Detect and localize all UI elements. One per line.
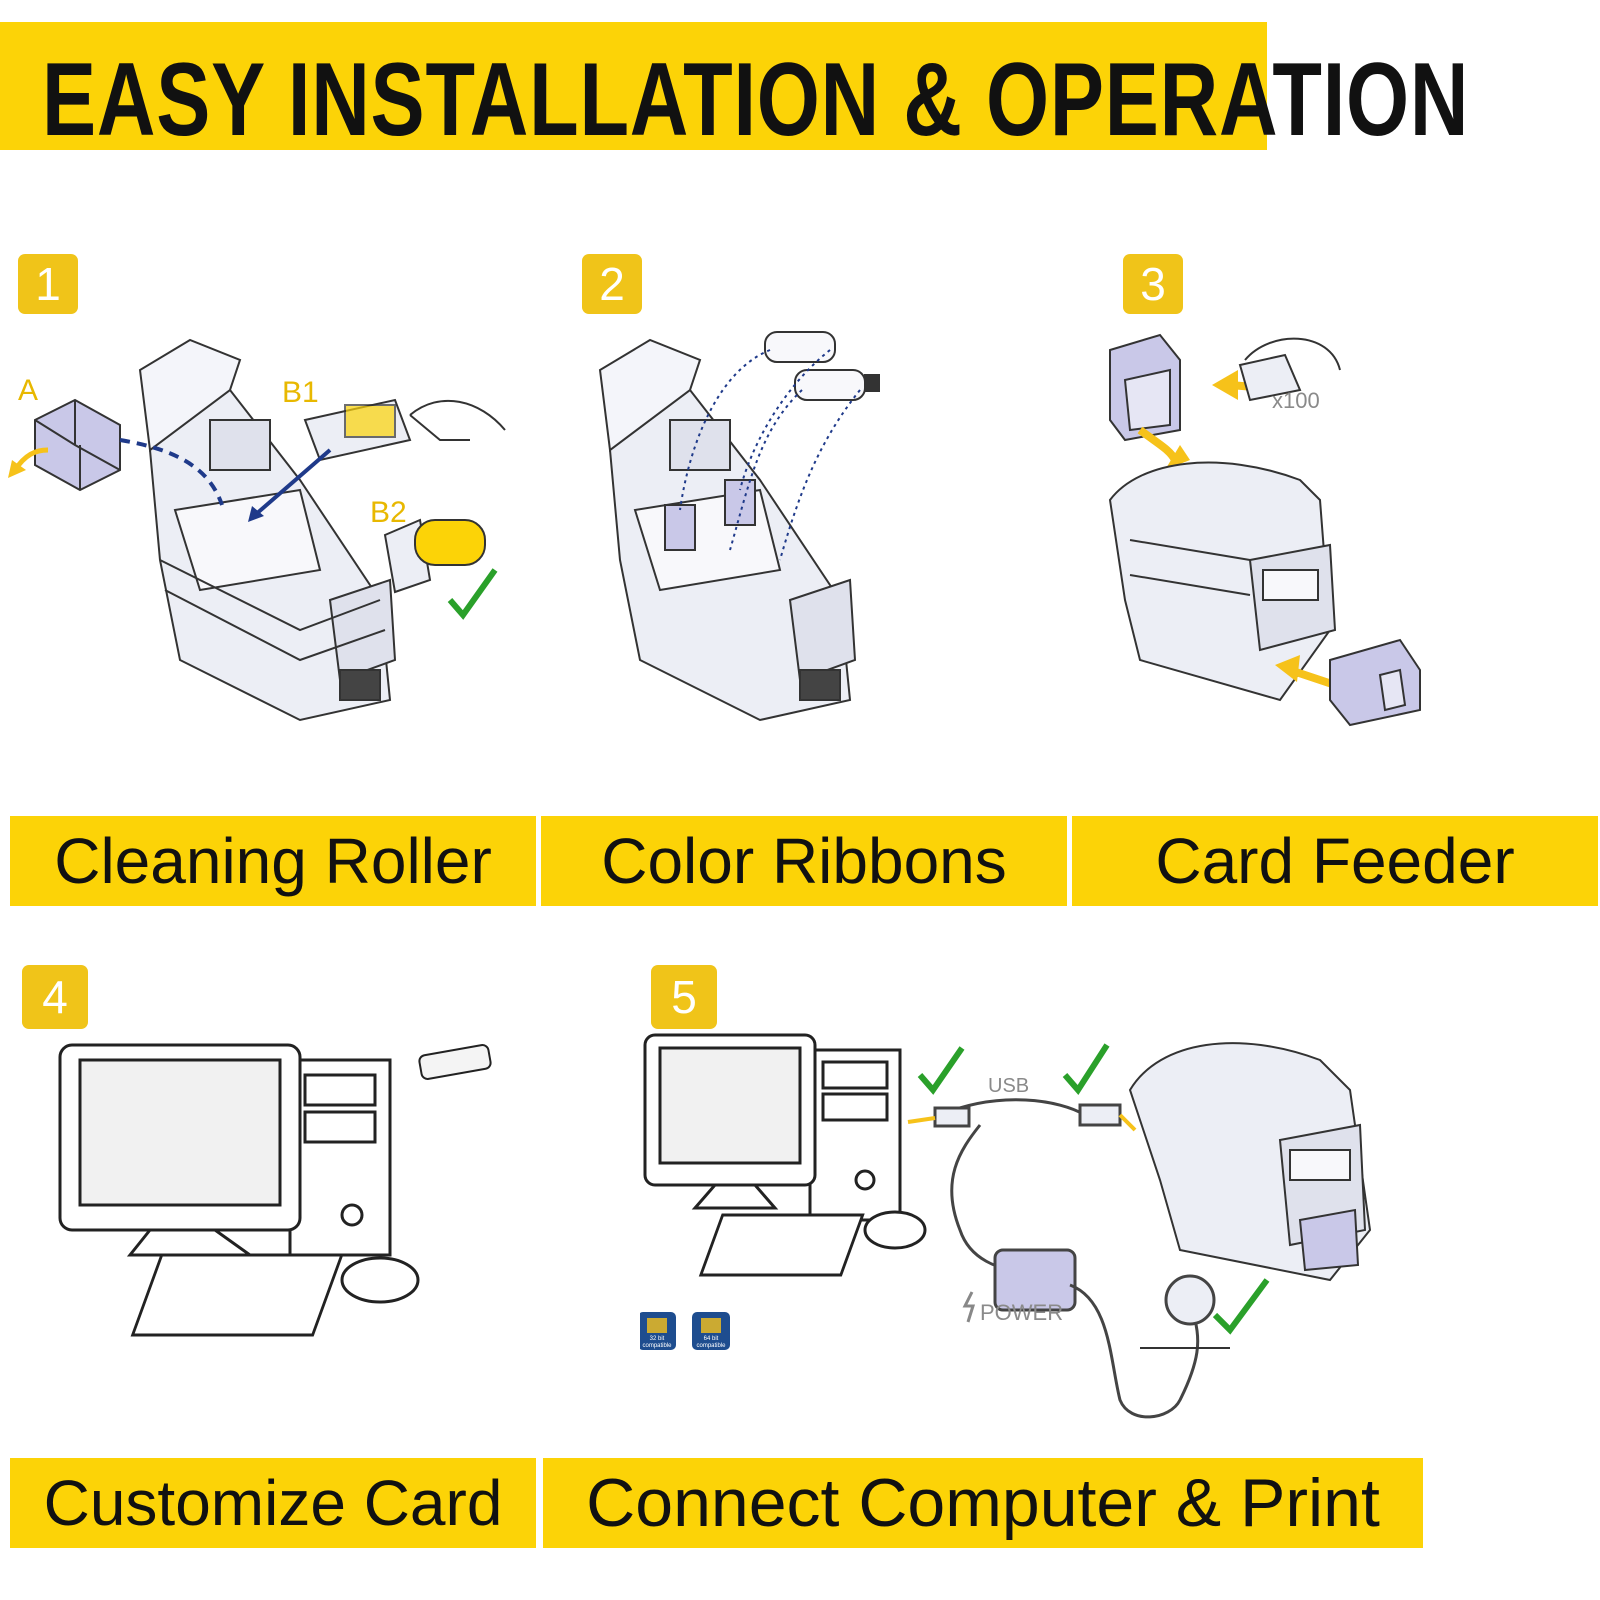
step-1-badge: 1	[18, 254, 78, 314]
printer-open-illustration	[598, 338, 857, 722]
arrow-printer-icon	[1118, 1113, 1137, 1132]
step-5-badge: 5	[651, 965, 717, 1029]
caption-text: Card Feeder	[1155, 825, 1515, 897]
card-stack-icon	[1238, 353, 1302, 402]
check-icon	[1212, 1278, 1270, 1335]
arrow-pc-icon	[907, 1116, 936, 1124]
check-icon	[1062, 1043, 1110, 1095]
caption-customize-card: Customize Card	[10, 1458, 536, 1548]
label-a: A	[18, 374, 38, 407]
label-x100: x100	[1272, 388, 1320, 413]
dotted-path-icon	[679, 349, 861, 561]
step-2-badge: 2	[582, 254, 642, 314]
check-icon	[917, 1046, 965, 1095]
caption-color-ribbons: Color Ribbons	[541, 816, 1067, 906]
power-adapter-illustration	[993, 1248, 1077, 1312]
feeder-illustration	[1109, 333, 1181, 442]
mouse-illustration	[863, 1210, 927, 1250]
svg-text:compatible: compatible	[642, 1343, 672, 1349]
label-b1: B1	[282, 376, 319, 409]
connect-illustration: USB POWER 32 bit compatible 64 bit compa…	[640, 1030, 1400, 1430]
keyboard-illustration	[698, 1213, 865, 1277]
svg-text:64 bit: 64 bit	[704, 1336, 719, 1342]
power-outlet-icon	[1164, 1274, 1216, 1326]
caption-text: Customize Card	[43, 1467, 503, 1539]
step-4-badge: 4	[22, 965, 88, 1029]
arrow-insert-icon	[253, 448, 332, 517]
hand-icon	[1244, 337, 1341, 371]
label-b2: B2	[370, 496, 407, 529]
title-banner: EASY INSTALLATION & OPERATION	[0, 22, 1468, 152]
caption-connect-print: Connect Computer & Print	[543, 1458, 1423, 1548]
usb-cable-illustration	[933, 1098, 1216, 1419]
mouse-illustration	[340, 1256, 420, 1304]
svg-text:32 bit: 32 bit	[650, 1336, 665, 1342]
printer-open-illustration	[138, 338, 397, 722]
windows-32bit-badge: 32 bit compatible	[640, 1312, 676, 1350]
cleaning-roller-illustration: A B1 B2	[0, 330, 560, 730]
cartridge-a-illustration	[34, 398, 121, 492]
label-usb: USB	[988, 1075, 1029, 1097]
computer-illustration	[40, 1040, 520, 1380]
check-icon	[447, 568, 498, 620]
feeder-tray-illustration	[1329, 638, 1421, 727]
color-ribbons-illustration	[580, 330, 1040, 730]
roller-b1-illustration	[303, 398, 506, 462]
roller-b2-illustration	[383, 518, 486, 594]
svg-text:compatible: compatible	[696, 1343, 726, 1349]
caption-text: Cleaning Roller	[54, 825, 492, 897]
printer-closed-illustration	[1108, 461, 1337, 702]
keyboard-illustration	[130, 1253, 344, 1337]
printer-closed-illustration	[1128, 1042, 1372, 1282]
dashed-arrow-icon	[119, 438, 224, 506]
caption-card-feeder: Card Feeder	[1072, 816, 1598, 906]
caption-cleaning-roller: Cleaning Roller	[10, 816, 536, 906]
caption-text: Connect Computer & Print	[586, 1465, 1380, 1541]
page-title: EASY INSTALLATION & OPERATION	[42, 42, 1470, 158]
usb-stick-icon	[418, 1044, 492, 1080]
ribbon-roll-illustration	[764, 331, 880, 401]
power-bolt-icon	[962, 1291, 976, 1323]
windows-64bit-badge: 64 bit compatible	[692, 1312, 730, 1350]
label-power: POWER	[980, 1300, 1063, 1325]
card-feeder-illustration: x100	[1100, 330, 1570, 760]
step-3-badge: 3	[1123, 254, 1183, 314]
caption-text: Color Ribbons	[601, 825, 1007, 897]
